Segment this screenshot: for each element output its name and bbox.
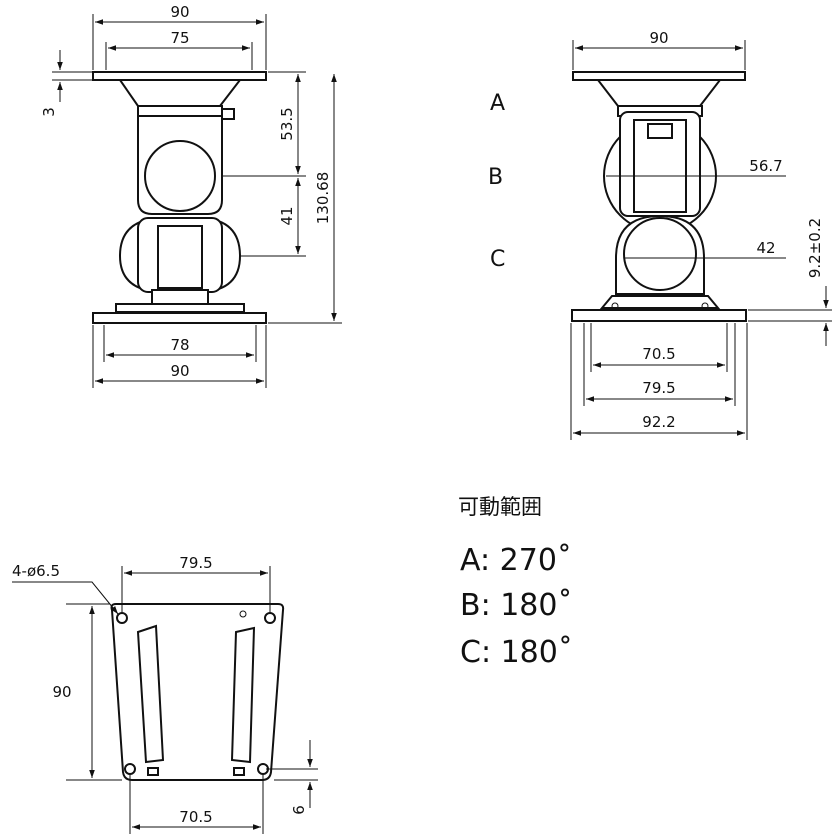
side-nut — [647, 123, 673, 139]
front-base-plate — [92, 312, 267, 324]
front-top-plate — [92, 71, 267, 81]
side-width-b: 56.7 — [749, 157, 782, 175]
front-lower-inner — [157, 225, 203, 289]
hole-callout: 4-ø6.5 — [12, 562, 60, 580]
slot-small-right — [233, 767, 245, 776]
hole-bottom-left — [124, 763, 136, 775]
rotation-row-b: B: 180˚ — [460, 588, 573, 623]
front-view: 90 75 3 53.5 41 130.68 78 90 — [40, 3, 342, 388]
rotation-row-a: A: 270˚ — [460, 543, 572, 578]
front-base-inner: 78 — [170, 336, 189, 354]
side-ball-c — [623, 217, 697, 291]
side-top-plate — [572, 71, 746, 81]
front-base-width: 90 — [170, 362, 189, 380]
front-top-cup — [118, 79, 243, 107]
side-label-b: B — [488, 165, 503, 190]
rotation-row-c: C: 180˚ — [460, 635, 573, 670]
front-height-upper: 53.5 — [278, 107, 296, 140]
rotation-table: 可動範囲 A: 270˚ B: 180˚ C: 180˚ — [458, 495, 573, 670]
front-lower-foot — [151, 289, 209, 305]
front-height-lower: 41 — [278, 206, 296, 225]
hole-top-left — [116, 612, 128, 624]
front-neck — [137, 105, 223, 117]
slot-left — [136, 624, 165, 764]
front-base-rubber — [115, 303, 245, 313]
slot-right — [230, 626, 256, 764]
side-top-width: 90 — [649, 29, 668, 47]
front-top-width: 90 — [170, 3, 189, 21]
side-label-a: A — [490, 91, 505, 116]
hole-callout-leader — [12, 581, 119, 615]
bottom-height: 90 — [52, 683, 71, 701]
front-lock-tab — [221, 108, 235, 120]
front-upper-ball — [144, 140, 216, 212]
side-width-c: 42 — [756, 239, 775, 257]
bottom-edge-offset: 6 — [290, 805, 308, 815]
slot-small-left — [147, 767, 159, 776]
bottom-view: 4-ø6.5 79.5 90 70.5 6 — [12, 554, 318, 834]
side-label-c: C — [490, 247, 505, 272]
front-plate-thickness: 3 — [40, 107, 58, 117]
front-top-inner: 75 — [170, 29, 189, 47]
side-base-height: 9.2±0.2 — [806, 218, 824, 278]
side-holes-span: 70.5 — [642, 345, 675, 363]
front-total-height: 130.68 — [314, 172, 332, 225]
hole-top-right — [264, 612, 276, 624]
side-base-bracket — [599, 295, 721, 309]
side-top-cup — [595, 79, 723, 107]
bottom-bottom-span: 70.5 — [179, 808, 212, 826]
side-base-plate — [571, 309, 747, 322]
side-base-width: 92.2 — [642, 413, 675, 431]
bottom-plate-outline — [110, 603, 285, 781]
bottom-top-span: 79.5 — [179, 554, 212, 572]
rotation-title: 可動範囲 — [458, 495, 542, 519]
pin-mark — [239, 610, 247, 618]
side-inner-span: 79.5 — [642, 379, 675, 397]
side-view: A B C 90 56.7 42 9.2±0.2 70.5 79.5 92. — [488, 29, 832, 440]
